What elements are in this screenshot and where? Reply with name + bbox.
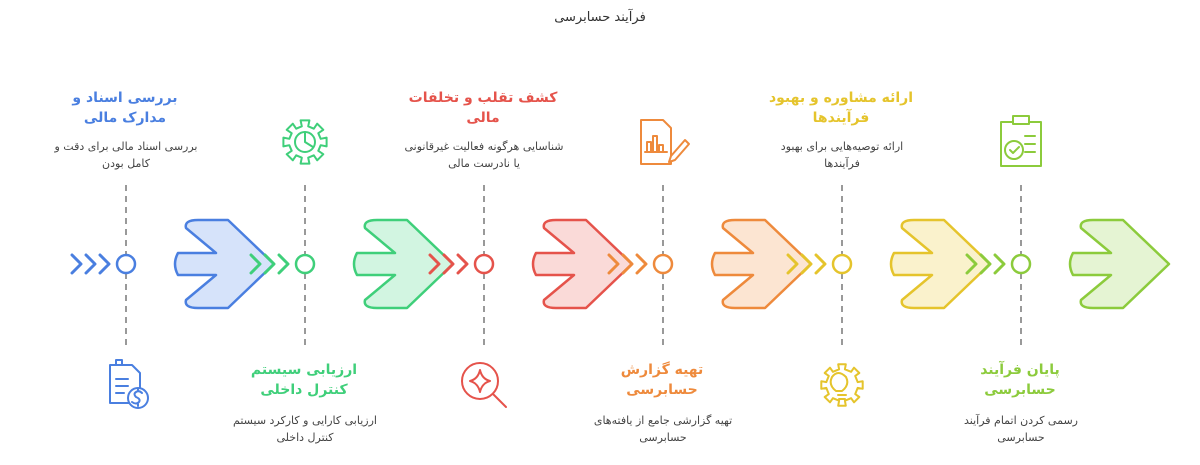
step-4-chevron-2 (621, 253, 634, 275)
step-1-chevron-3 (98, 253, 111, 275)
step-5 (786, 185, 992, 407)
report-chart-pen-icon (640, 119, 690, 165)
step-1 (70, 185, 276, 409)
step-4-chevron-1 (607, 253, 620, 275)
step-4-description: تهیه گزارشی جامع از یافته‌های حسابرسی (593, 414, 733, 444)
lightbulb-gear-icon (820, 363, 864, 407)
step-3-node (473, 253, 495, 275)
step-6-chevron-1 (965, 253, 978, 275)
step-6-title: پایان فرآیند حسابرسی (980, 362, 1060, 398)
step-2-description: ارزیابی کارایی و کارکرد سیستم کنترل داخل… (233, 414, 377, 444)
gear-chart-icon (282, 119, 328, 165)
step-2-arrow (352, 218, 455, 310)
step-6-node (1010, 253, 1032, 275)
step-5-chevron-2 (800, 253, 813, 275)
step-3 (428, 185, 634, 408)
step-4-node (652, 253, 674, 275)
step-3-arrow (531, 218, 634, 310)
step-1-title: بررسی اسناد و مدارک مالی (72, 90, 178, 126)
step-3-title: کشف تقلب و تخلفات مالی (408, 90, 558, 126)
step-5-description: ارائه توصیه‌هایی برای بهبود فرآیندها (780, 140, 904, 170)
step-6-chevron-3 (993, 253, 1006, 275)
step-6-chevron-2 (979, 253, 992, 275)
step-3-description: شناسایی هرگونه فعالیت غیرقانونی یا نادرس… (404, 140, 564, 170)
step-5-chevron-1 (786, 253, 799, 275)
step-4-title: تهیه گزارش حسابرسی (620, 362, 704, 398)
step-4 (607, 119, 813, 345)
step-6-arrow (1068, 218, 1171, 310)
step-6 (965, 115, 1171, 345)
step-1-description: بررسی اسناد مالی برای دقت و کامل بودن (54, 140, 198, 170)
step-3-chevron-3 (456, 253, 469, 275)
step-1-arrow (173, 218, 276, 310)
step-1-chevron-2 (84, 253, 97, 275)
magnifier-sparkle-icon (461, 362, 507, 408)
clipboard-check-icon (1000, 115, 1042, 167)
step-4-arrow (710, 218, 813, 310)
step-5-arrow (889, 218, 992, 310)
step-5-title: ارائه مشاوره و بهبود فرآیندها (768, 90, 914, 126)
financial-document-dollar-icon (109, 359, 149, 409)
step-5-node (831, 253, 853, 275)
step-4-chevron-3 (635, 253, 648, 275)
step-2-chevron-3 (277, 253, 290, 275)
step-2-title: ارزیابی سیستم کنترل داخلی (250, 362, 358, 398)
step-3-chevron-1 (428, 253, 441, 275)
step-3-chevron-2 (442, 253, 455, 275)
step-1-node (115, 253, 137, 275)
step-6-description: رسمی کردن اتمام فرآیند حسابرسی (963, 414, 1078, 444)
step-5-chevron-3 (814, 253, 827, 275)
diagram-title: فرآیند حسابرسی (554, 10, 646, 25)
step-2 (249, 119, 455, 345)
step-2-node (294, 253, 316, 275)
step-2-chevron-1 (249, 253, 262, 275)
step-1-chevron-1 (70, 253, 83, 275)
step-2-chevron-2 (263, 253, 276, 275)
